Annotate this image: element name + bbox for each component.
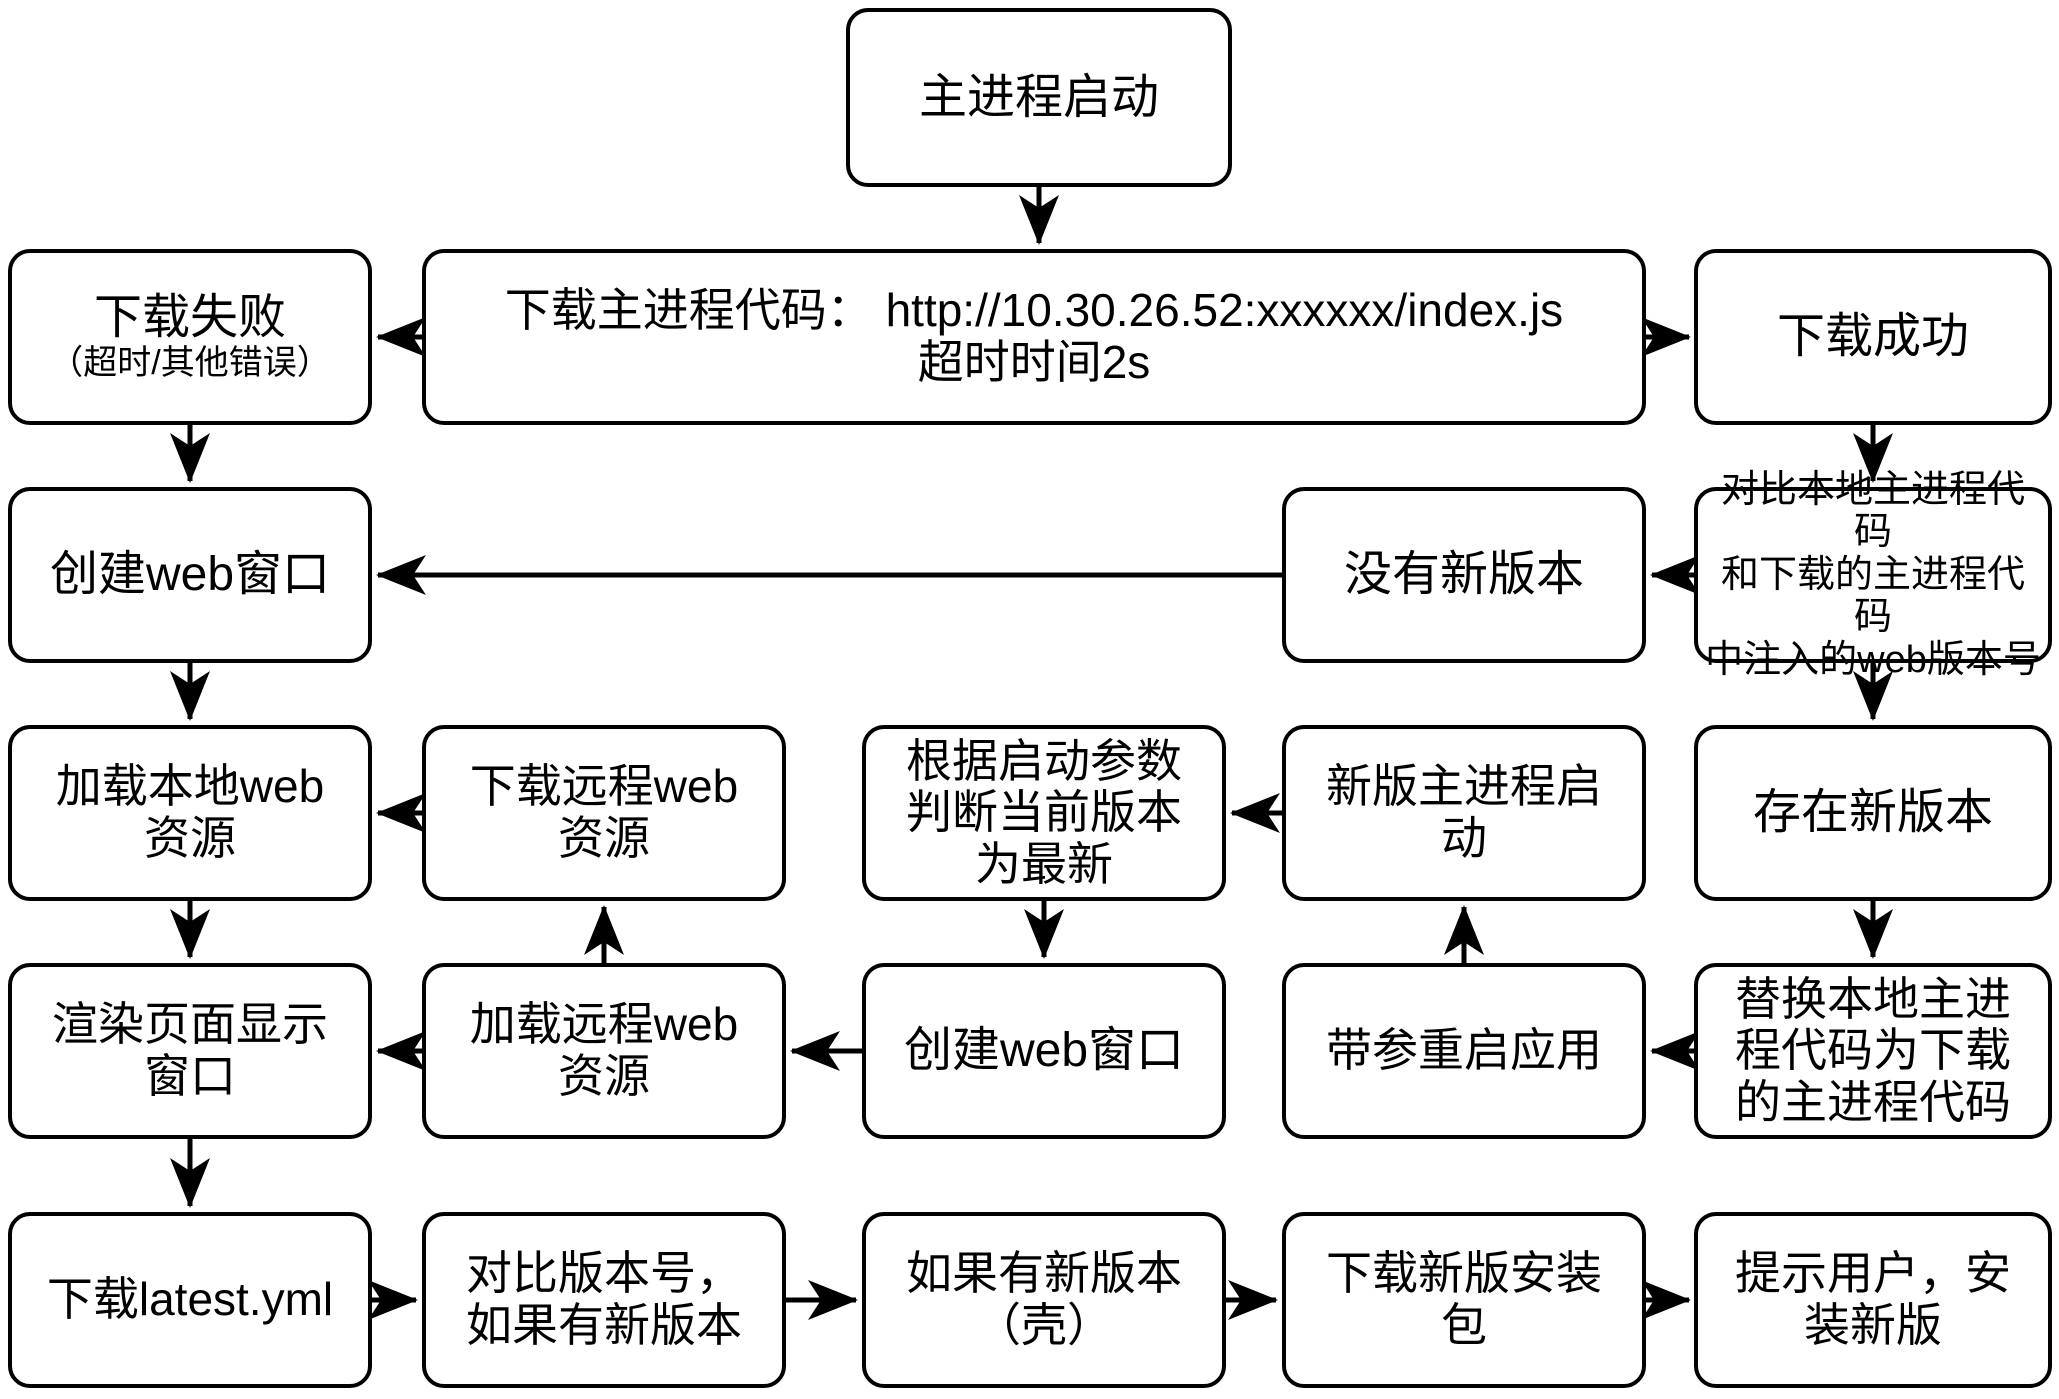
node-label: 下载远程web 资源 [469, 760, 739, 864]
node-label: 根据启动参数 判断当前版本 为最新 [906, 734, 1182, 890]
node-label: 没有新版本 [1343, 548, 1584, 602]
node-label: 创建web窗口 [903, 1024, 1185, 1078]
node-label: 下载latest.yml [46, 1273, 334, 1326]
node-compare-version-number[interactable]: 对比版本号， 如果有新版本 [422, 1212, 786, 1388]
node-no-new-version[interactable]: 没有新版本 [1282, 487, 1646, 663]
node-download-new-installer[interactable]: 下载新版安装 包 [1282, 1212, 1646, 1388]
node-if-new-shell-version[interactable]: 如果有新版本 （壳） [862, 1212, 1226, 1388]
node-load-local-web-res[interactable]: 加载本地web 资源 [8, 725, 372, 901]
node-restart-with-args[interactable]: 带参重启应用 [1282, 963, 1646, 1139]
node-label: 加载本地web 资源 [55, 760, 325, 864]
node-render-page-show-window[interactable]: 渲染页面显示 窗口 [8, 963, 372, 1139]
node-label: 下载失败 [93, 290, 286, 344]
node-label: 对比本地主进程代码 和下载的主进程代码 中注入的web版本号 [1705, 468, 2041, 681]
node-has-new-version[interactable]: 存在新版本 [1694, 725, 2052, 901]
node-download-latest-yml[interactable]: 下载latest.yml [8, 1212, 372, 1388]
node-create-web-window-2[interactable]: 创建web窗口 [862, 963, 1226, 1139]
node-replace-local-main-code[interactable]: 替换本地主进 程代码为下载 的主进程代码 [1694, 963, 2052, 1139]
node-download-success[interactable]: 下载成功 [1694, 249, 2052, 425]
node-label: 存在新版本 [1752, 786, 1993, 840]
node-prompt-user-install[interactable]: 提示用户，安 装新版 [1694, 1212, 2052, 1388]
node-label: 替换本地主进 程代码为下载 的主进程代码 [1735, 972, 2011, 1128]
node-label: 下载成功 [1776, 310, 1969, 364]
node-sublabel: （超时/其他错误） [49, 344, 331, 383]
node-download-main-code[interactable]: 下载主进程代码： http://10.30.26.52:xxxxxx/index… [422, 249, 1646, 425]
node-create-web-window-1[interactable]: 创建web窗口 [8, 487, 372, 663]
node-download-remote-web-res[interactable]: 下载远程web 资源 [422, 725, 786, 901]
node-compare-web-version[interactable]: 对比本地主进程代码 和下载的主进程代码 中注入的web版本号 [1694, 469, 2052, 681]
node-label: 下载新版安装 包 [1326, 1247, 1602, 1351]
node-label: 对比版本号， 如果有新版本 [466, 1247, 742, 1351]
node-label: 渲染页面显示 窗口 [52, 998, 328, 1102]
node-label: 创建web窗口 [49, 548, 331, 602]
node-load-remote-web-res[interactable]: 加载远程web 资源 [422, 963, 786, 1139]
node-label: 主进程启动 [918, 70, 1159, 124]
node-label: 提示用户，安 装新版 [1735, 1247, 2011, 1351]
node-label: 带参重启应用 [1326, 1024, 1602, 1077]
node-label: 新版主进程启 动 [1326, 760, 1602, 864]
node-new-main-process-start[interactable]: 新版主进程启 动 [1282, 725, 1646, 901]
node-judge-current-latest[interactable]: 根据启动参数 判断当前版本 为最新 [862, 725, 1226, 901]
node-label: 下载主进程代码： http://10.30.26.52:xxxxxx/index… [504, 284, 1564, 388]
node-download-failed[interactable]: 下载失败 （超时/其他错误） [8, 249, 372, 425]
node-label: 加载远程web 资源 [469, 998, 739, 1102]
node-label: 如果有新版本 （壳） [906, 1247, 1182, 1351]
node-main-process-start[interactable]: 主进程启动 [846, 8, 1232, 187]
